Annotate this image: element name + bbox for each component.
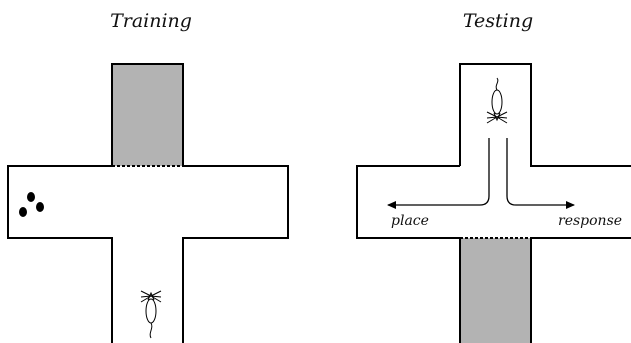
place-label: place: [391, 213, 429, 229]
training-maze: [7, 63, 289, 343]
response-arrow: [506, 138, 575, 209]
testing-maze: [356, 63, 631, 343]
training-maze-outline: [7, 63, 289, 343]
response-label: response: [558, 213, 623, 229]
training-panel-title: Training: [110, 10, 192, 32]
place-arrow: [387, 138, 490, 209]
food-pellets: [19, 192, 44, 217]
training-rat-icon: [140, 290, 162, 339]
testing-panel-title: Testing: [462, 10, 534, 32]
testing-blocked-arm: [460, 238, 531, 343]
training-blocked-arm: [112, 64, 183, 166]
testing-rat-icon: [486, 77, 508, 124]
